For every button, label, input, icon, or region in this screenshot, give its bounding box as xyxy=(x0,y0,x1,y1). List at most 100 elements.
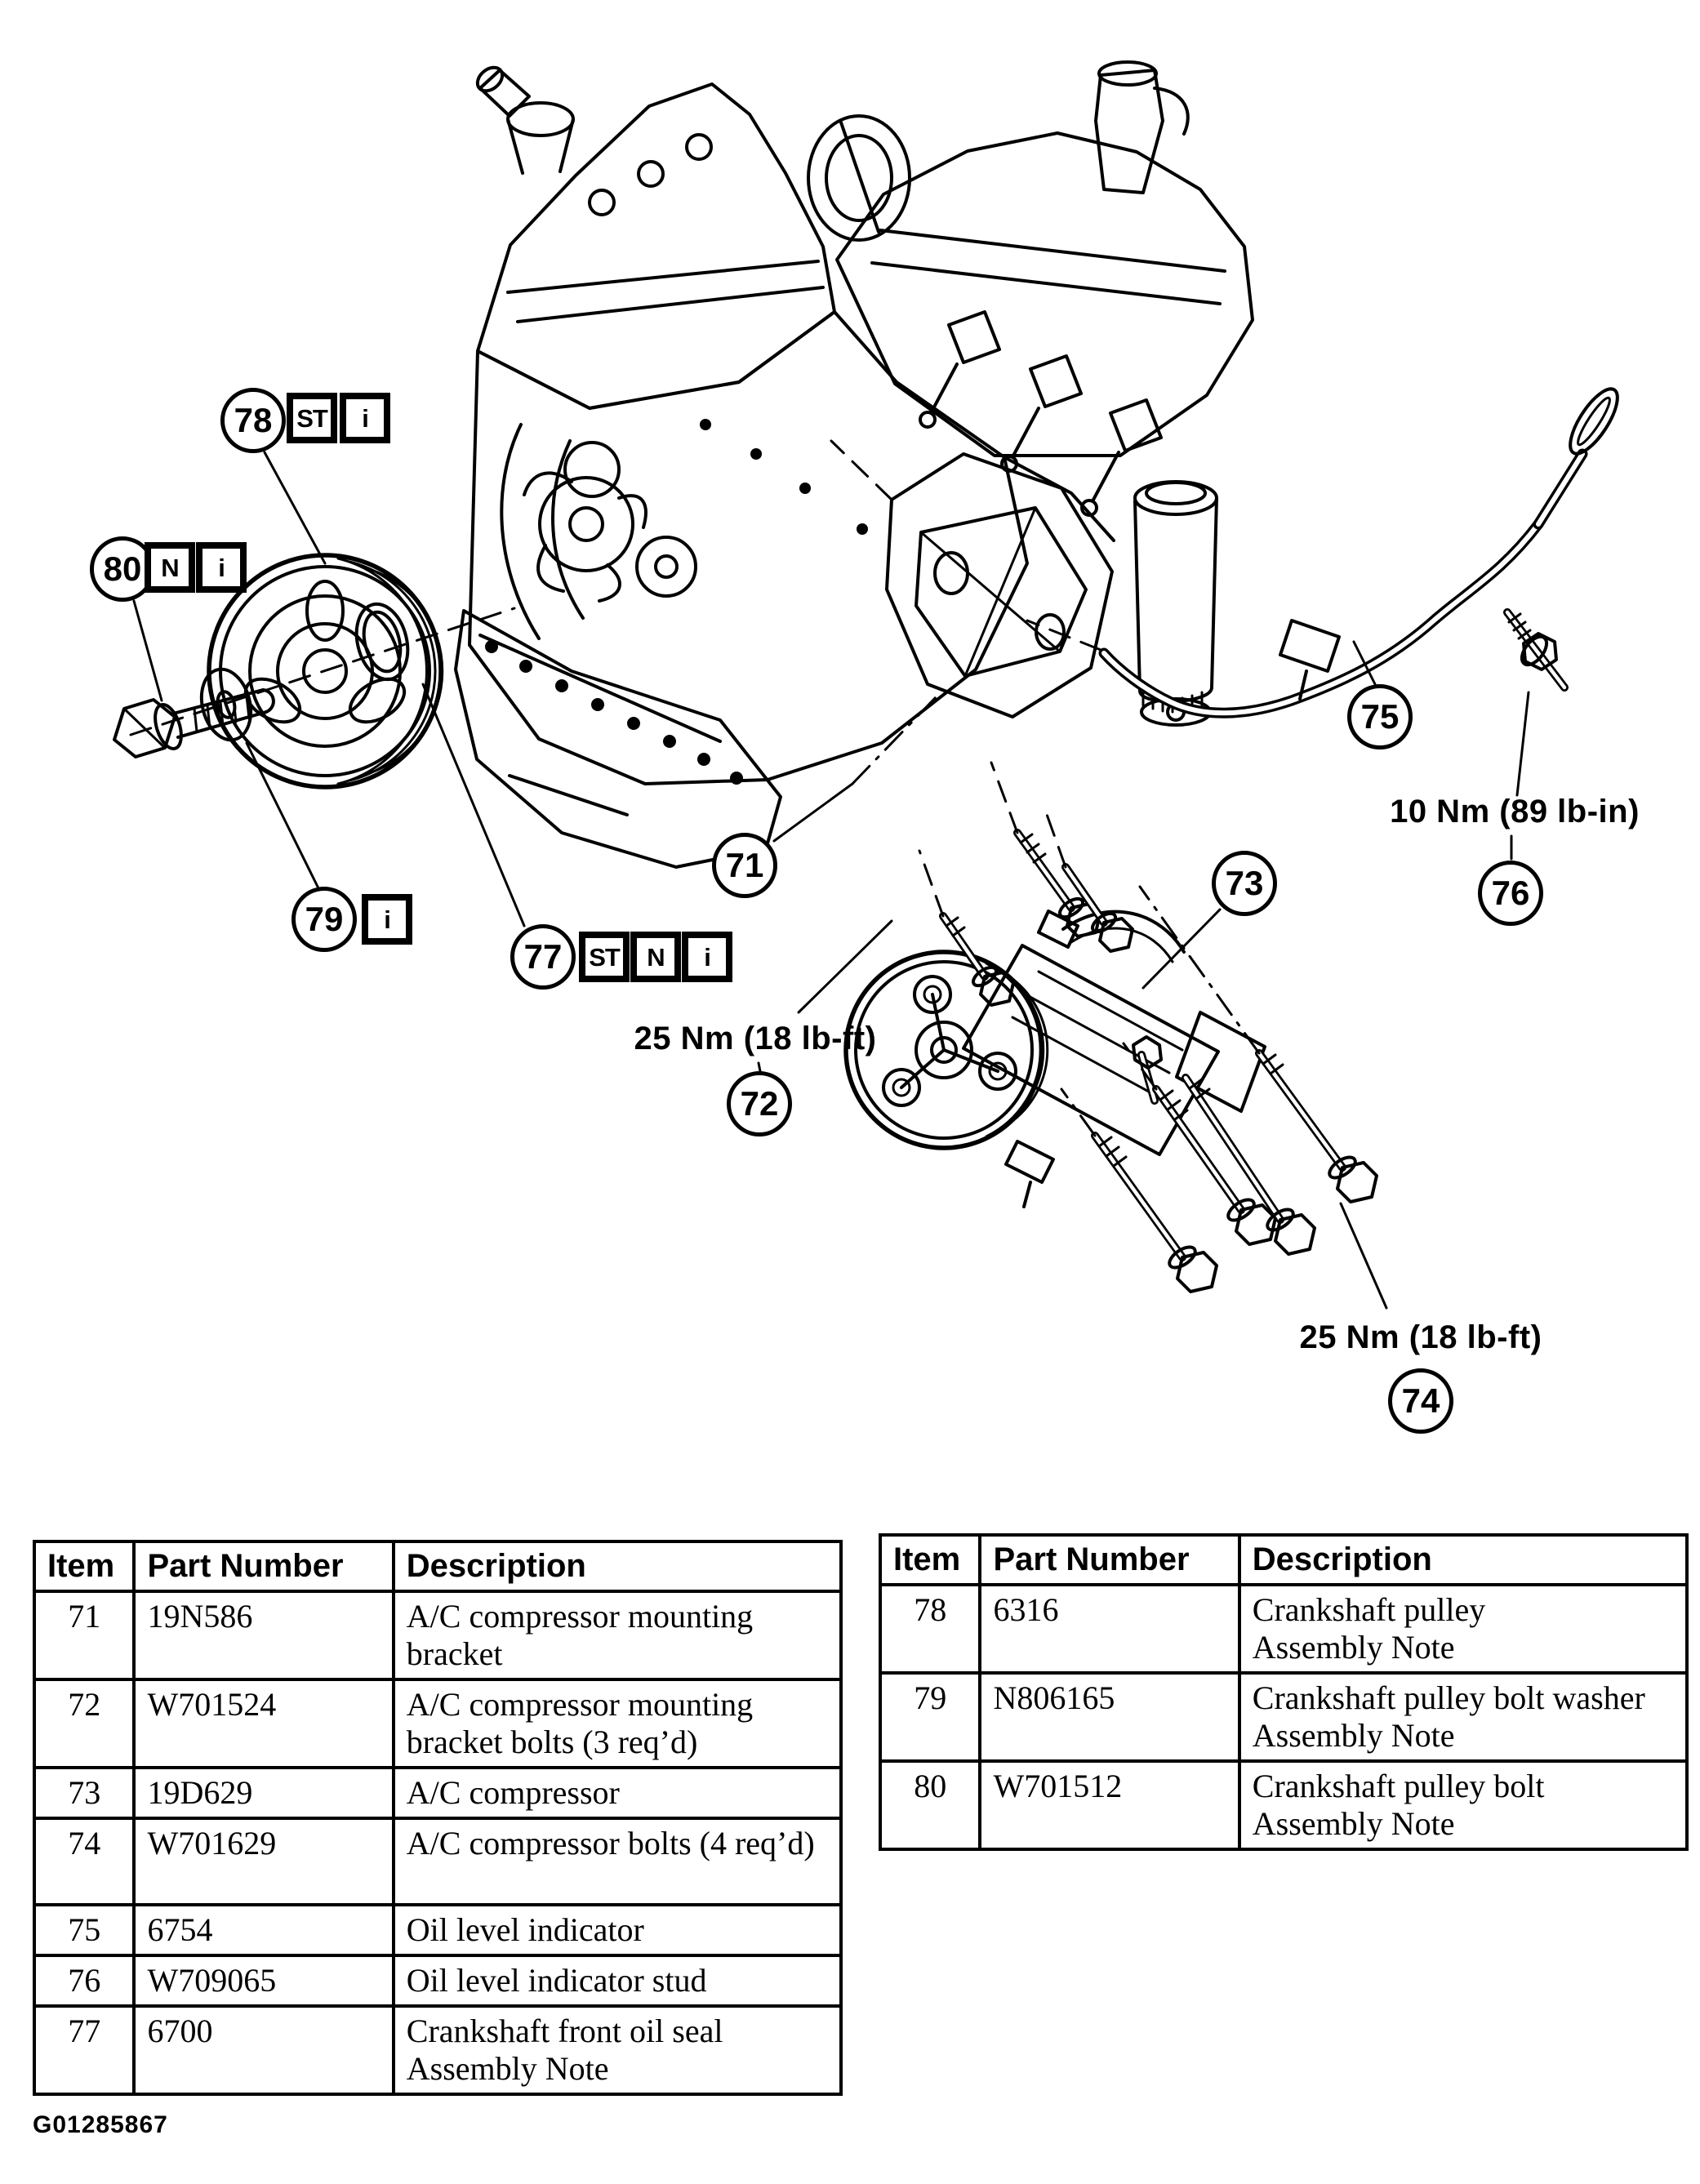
flag-label: i xyxy=(704,942,711,972)
cell-part-number: 6316 xyxy=(978,1583,1241,1675)
table-row: 72 W701524 A/C compressor mounting brack… xyxy=(32,1678,843,1769)
cell-item: 77 xyxy=(32,2004,136,2096)
flag-label: i xyxy=(218,553,225,582)
crankshaft-pulley-78 xyxy=(207,553,444,790)
cell-part-number: W701524 xyxy=(132,1678,395,1769)
col-header-description: Description xyxy=(391,1540,843,1593)
cell-item: 71 xyxy=(32,1590,136,1681)
table-row: 78 6316 Crankshaft pulley Assembly Note xyxy=(878,1583,1689,1675)
callout-number: 80 xyxy=(103,549,142,588)
flag-label: ST xyxy=(296,403,328,433)
callout-circle-76: 76 xyxy=(1478,861,1543,926)
table-row: 80 W701512 Crankshaft pulley bolt Assemb… xyxy=(878,1759,1689,1851)
col-header-part-number: Part Number xyxy=(132,1540,395,1593)
cell-description: A/C compressor mounting bracket bolts (3… xyxy=(391,1678,843,1769)
callout-number: 73 xyxy=(1225,864,1264,902)
info-flag-79: i xyxy=(362,894,412,945)
cell-item: 74 xyxy=(32,1817,136,1906)
cell-description: A/C compressor xyxy=(391,1766,843,1820)
info-flag-78: i xyxy=(340,393,390,443)
cell-item: 75 xyxy=(32,1903,136,1957)
new-part-flag-80: N xyxy=(145,542,195,593)
cell-part-number: W701629 xyxy=(132,1817,395,1906)
table-row: 75 6754 Oil level indicator xyxy=(32,1903,843,1957)
callout-circle-74: 74 xyxy=(1388,1368,1453,1434)
table-row: 71 19N586 A/C compressor mounting bracke… xyxy=(32,1590,843,1681)
callout-number: 75 xyxy=(1360,697,1400,736)
info-flag-80: i xyxy=(196,542,247,593)
leader-lines xyxy=(132,451,1530,1310)
callout-number: 72 xyxy=(740,1084,779,1123)
cell-description: Crankshaft pulley bolt washer Assembly N… xyxy=(1237,1671,1689,1763)
flag-label: N xyxy=(647,942,665,972)
cell-part-number: N806165 xyxy=(978,1671,1241,1763)
engine-block xyxy=(468,60,1254,785)
figure-code: G01285867 xyxy=(33,2111,168,2138)
new-part-flag-77: N xyxy=(630,932,681,982)
callout-number: 79 xyxy=(305,900,344,938)
ac-compressor-mounting-bracket-71 xyxy=(830,439,1114,718)
flag-label: i xyxy=(362,403,369,433)
flag-label: i xyxy=(384,905,391,934)
table-row: 76 W709065 Oil level indicator stud xyxy=(32,1954,843,2008)
parts-table-right: Item Part Number Description 78 6316 Cra… xyxy=(878,1533,1689,1851)
col-header-item: Item xyxy=(878,1533,982,1586)
cell-description: Oil level indicator xyxy=(391,1903,843,1957)
cell-item: 80 xyxy=(878,1759,982,1851)
callout-number: 76 xyxy=(1491,874,1530,912)
cell-part-number: 6754 xyxy=(132,1903,395,1957)
callout-circle-71: 71 xyxy=(712,833,777,898)
callout-circle-77: 77 xyxy=(510,924,576,990)
assembly-centerline xyxy=(129,607,516,736)
table-header-row: Item Part Number Description xyxy=(878,1533,1689,1586)
col-header-item: Item xyxy=(32,1540,136,1593)
torque-note-74: 25 Nm (18 lb-ft) xyxy=(1299,1319,1542,1355)
cell-description: A/C compressor bolts (4 req’d) xyxy=(391,1817,843,1906)
cell-part-number: 19D629 xyxy=(132,1766,395,1820)
callout-number: 77 xyxy=(523,937,563,976)
flag-label: N xyxy=(161,553,179,582)
cell-part-number: 19N586 xyxy=(132,1590,395,1681)
ac-compressor-73 xyxy=(843,910,1266,1208)
cell-description: Oil level indicator stud xyxy=(391,1954,843,2008)
cell-description: Crankshaft front oil seal Assembly Note xyxy=(391,2004,843,2096)
oil-level-indicator-75 xyxy=(1026,387,1619,718)
parts-table-left: Item Part Number Description 71 19N586 A… xyxy=(32,1540,843,2096)
cell-item: 78 xyxy=(878,1583,982,1675)
callout-number: 78 xyxy=(234,401,273,439)
special-tool-flag-77: ST xyxy=(579,932,630,982)
oil-level-indicator-stud-76 xyxy=(1503,608,1569,692)
oil-pan xyxy=(454,609,782,869)
cell-item: 79 xyxy=(878,1671,982,1763)
cell-part-number: W701512 xyxy=(978,1759,1241,1851)
mounting-bracket-bolts-72 xyxy=(918,761,1134,1007)
callout-circle-72: 72 xyxy=(727,1071,792,1136)
torque-note-72: 25 Nm (18 lb-ft) xyxy=(634,1021,877,1056)
special-tool-flag-78: ST xyxy=(287,393,337,443)
cell-item: 72 xyxy=(32,1678,136,1769)
table-row: 73 19D629 A/C compressor xyxy=(32,1766,843,1820)
cell-description: Crankshaft pulley bolt Assembly Note xyxy=(1237,1759,1689,1851)
ac-compressor-bolts-74 xyxy=(1060,885,1378,1293)
callout-number: 74 xyxy=(1401,1381,1440,1420)
flag-label: ST xyxy=(589,942,621,972)
callout-circle-73: 73 xyxy=(1212,851,1277,916)
cell-item: 73 xyxy=(32,1766,136,1820)
col-header-description: Description xyxy=(1237,1533,1689,1586)
callout-circle-80: 80 xyxy=(90,536,155,602)
table-row: 77 6700 Crankshaft front oil seal Assemb… xyxy=(32,2004,843,2096)
torque-note-76: 10 Nm (89 lb-in) xyxy=(1390,794,1640,830)
info-flag-77: i xyxy=(682,932,732,982)
crankshaft-front-oil-seal-77 xyxy=(354,602,410,682)
cell-item: 76 xyxy=(32,1954,136,2008)
callout-number: 71 xyxy=(725,846,764,884)
callout-circle-79: 79 xyxy=(291,887,357,952)
callout-circle-78: 78 xyxy=(220,388,286,453)
cell-part-number: 6700 xyxy=(132,2004,395,2096)
table-row: 79 N806165 Crankshaft pulley bolt washer… xyxy=(878,1671,1689,1763)
cell-part-number: W709065 xyxy=(132,1954,395,2008)
col-header-part-number: Part Number xyxy=(978,1533,1241,1586)
cell-description: A/C compressor mounting bracket xyxy=(391,1590,843,1681)
